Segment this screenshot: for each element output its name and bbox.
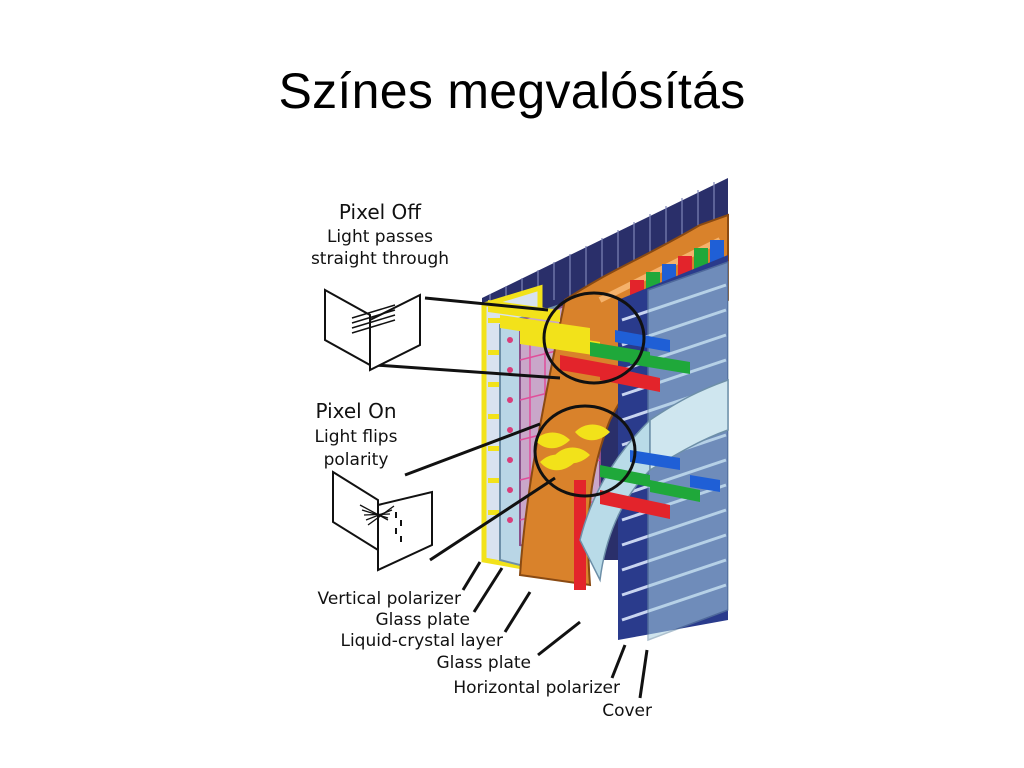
pixel-off-line1: Light passes [327,227,433,247]
callout-lines [374,296,561,562]
label-cover: Cover [602,701,652,721]
light-beams-pixel-on [535,424,720,519]
pixel-on-highlight-circle [533,404,637,498]
pixel-off-heading: Pixel Off [339,200,422,224]
label-vertical-polarizer: Vertical polarizer [318,589,461,609]
label-glass-plate-1: Glass plate [376,610,471,630]
label-glass-plate-2: Glass plate [437,653,532,673]
pixel-on-line1: Light flips [315,427,398,447]
pixel-on-icon [332,470,433,572]
slide-title: Színes megvalósítás [278,63,746,119]
pixel-on-line2: polarity [324,450,389,470]
label-liquid-crystal-layer: Liquid-crystal layer [340,631,503,651]
label-horizontal-polarizer: Horizontal polarizer [453,678,620,698]
pixel-on-heading: Pixel On [315,399,396,423]
pixel-off-icon [324,288,421,372]
pixel-off-highlight-circle [542,291,646,385]
layer-pointer-lines [461,561,649,699]
pixel-off-line2: straight through [311,249,449,269]
